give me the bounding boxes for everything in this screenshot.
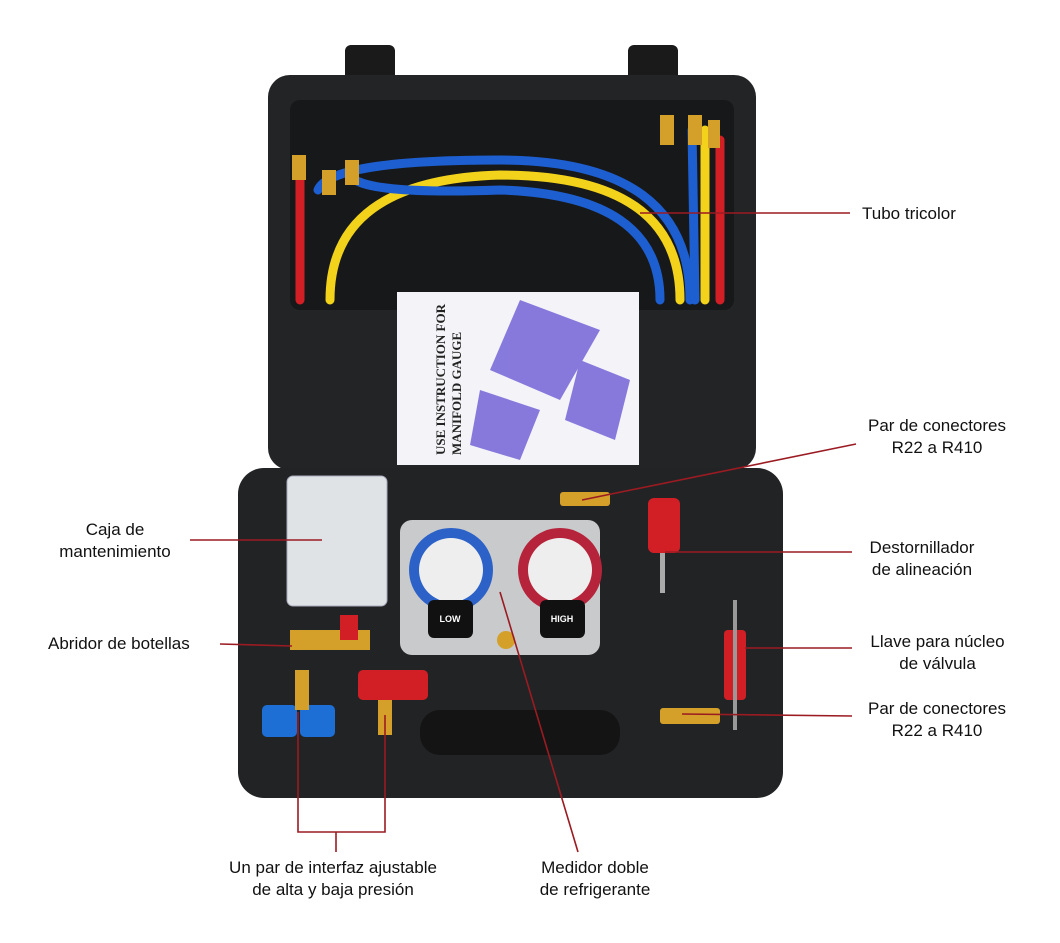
label-bottle-opener: Abridor de botellas [48,634,190,653]
alignment-screwdriver [648,498,680,553]
brass-fittings [292,115,720,195]
booklet-graphics [470,300,630,460]
label-tricolor-hose: Tubo tricolor [862,204,956,223]
high-knob [540,600,585,638]
connector-pair-bottom [660,708,720,724]
booklet-title: USE INSTRUCTION FORMANIFOLD GAUGE [433,303,464,455]
low-knob [428,600,473,638]
maintenance-box [286,475,388,607]
high-coupler [358,670,428,700]
case-handle [420,710,620,755]
low-label: LOW [440,614,461,624]
tricolor-hoses [295,125,725,305]
leader-lines [190,212,857,853]
high-label: HIGH [551,614,574,624]
low-coupler [262,705,297,737]
hose-compartment [290,100,734,310]
